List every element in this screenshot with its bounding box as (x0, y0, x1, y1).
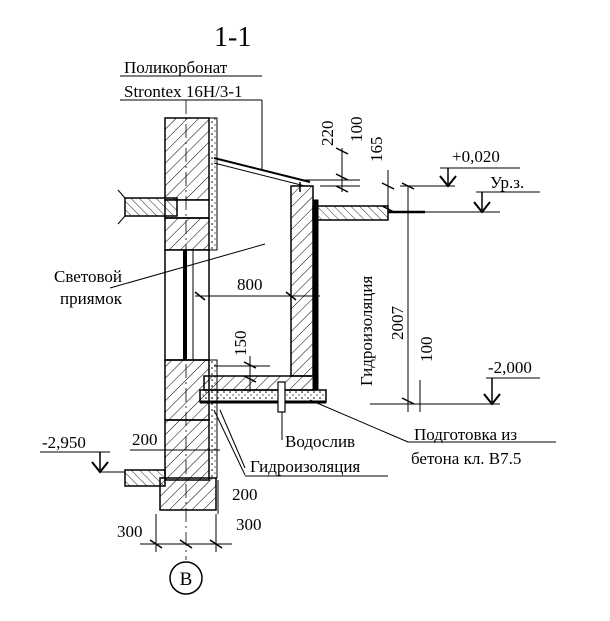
dim-200-left: 200 (132, 430, 158, 449)
dim-2007: 2007 (388, 306, 407, 341)
light-pit-label-1: Световой (54, 267, 122, 286)
level-plus-0020: +0,020 (452, 147, 500, 166)
dim-100-top: 100 (347, 117, 366, 143)
level-ground: Ур.з. (490, 173, 524, 192)
dim-300-right: 300 (236, 515, 262, 534)
grid-axis-label: В (180, 569, 193, 590)
level-minus-2950: -2,950 (42, 433, 86, 452)
level-marks: +0,020 Ур.з. -2,000 -2,950 (40, 147, 540, 474)
drain-label: Водослив (285, 432, 355, 451)
section-title: 1-1 (214, 22, 251, 53)
bottom-slab (124, 469, 166, 487)
dim-800: 800 (237, 275, 263, 294)
light-pit-label-2: приямок (60, 289, 123, 308)
grid-axis-bubble (169, 561, 203, 595)
dim-150: 150 (231, 331, 250, 357)
level-minus-2000: -2,000 (488, 358, 532, 377)
building-wall (159, 117, 218, 511)
grid-axis: В (169, 100, 203, 595)
prep-label-2: бетона кл. В7.5 (411, 449, 521, 468)
prep-label-1: Подготовка из (414, 425, 517, 444)
dim-300-left: 300 (117, 522, 143, 541)
waterproofing-bottom-label: Гидроизоляция (250, 457, 360, 476)
dimension-lines: 220 100 165 2007 100 800 150 200 200 (117, 117, 436, 552)
dim-165: 165 (367, 137, 386, 163)
dim-100-bottom: 100 (417, 337, 436, 363)
floor-slab (117, 189, 178, 225)
pit-bottom (199, 375, 327, 413)
annotations: Поликорбонат Strontex 16H/3-1 Световой п… (54, 58, 556, 477)
dim-200-bottom: 200 (232, 485, 258, 504)
waterproofing-vertical-label: Гидроизоляция (357, 276, 376, 386)
polycarbonate-label-1: Поликорбонат (124, 58, 228, 77)
dim-220: 220 (318, 121, 337, 147)
polycarbonate-label-2: Strontex 16H/3-1 (124, 82, 243, 101)
